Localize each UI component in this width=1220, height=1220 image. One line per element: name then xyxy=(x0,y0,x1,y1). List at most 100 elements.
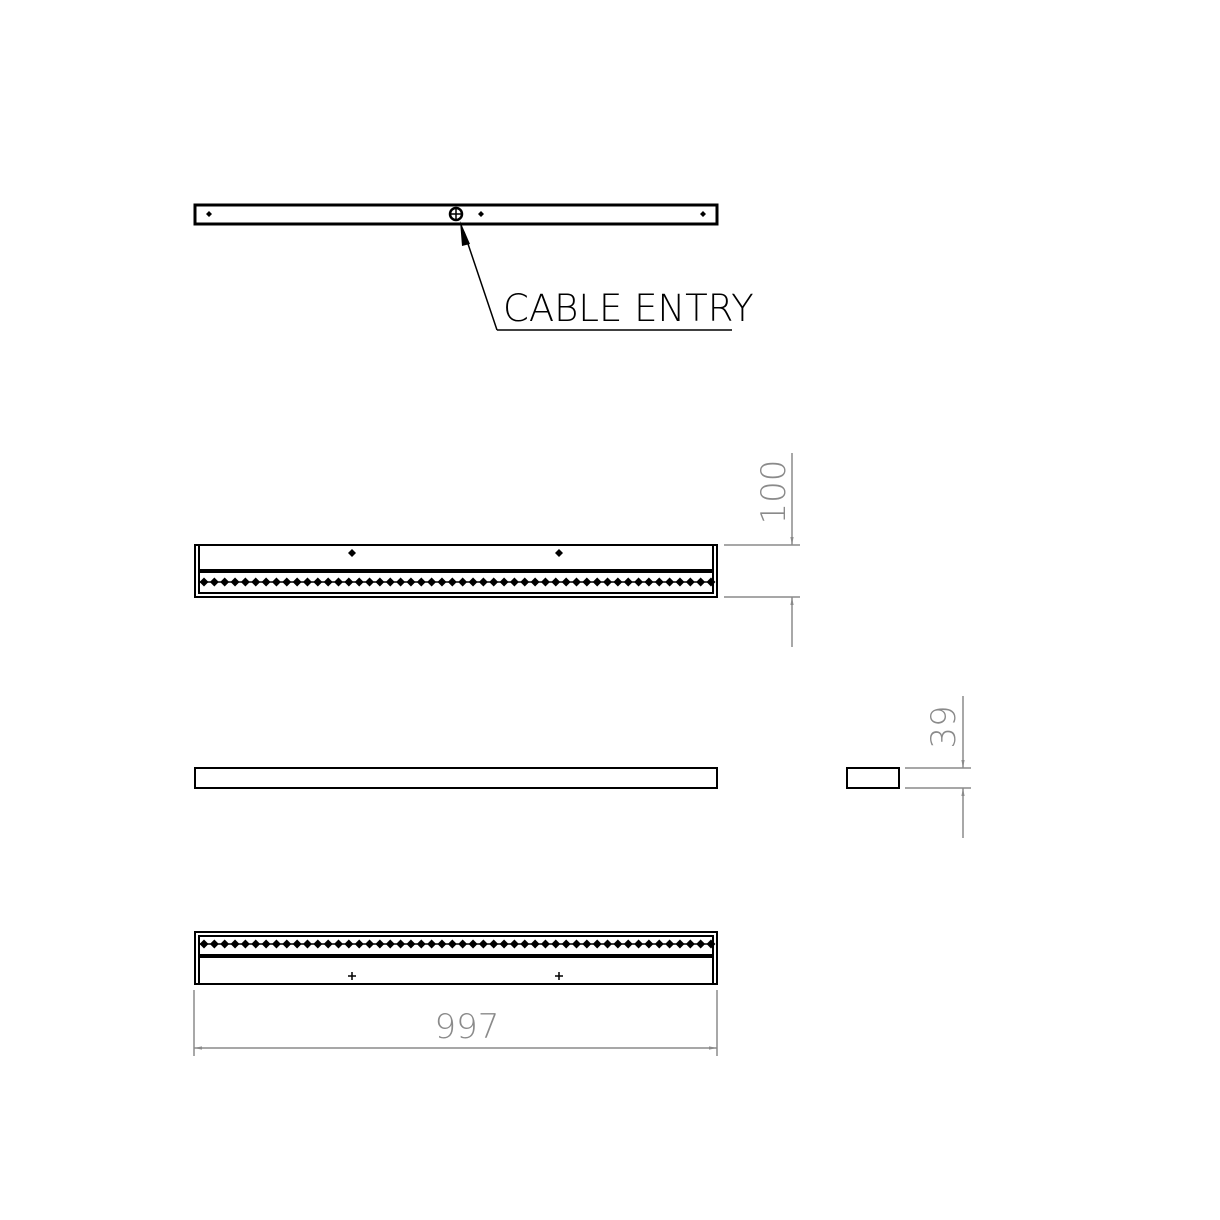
led-icon xyxy=(665,939,675,949)
led-icon xyxy=(292,939,302,949)
led-icon xyxy=(696,577,706,587)
led-icon xyxy=(706,577,716,587)
led-icon xyxy=(509,577,519,587)
led-icon xyxy=(427,577,437,587)
led-icon xyxy=(292,577,302,587)
led-icon xyxy=(354,939,364,949)
led-icon xyxy=(634,577,644,587)
led-row xyxy=(199,577,716,587)
led-icon xyxy=(199,939,209,949)
led-icon xyxy=(489,577,499,587)
end-view xyxy=(846,767,900,789)
led-icon xyxy=(654,939,664,949)
led-icon xyxy=(530,577,540,587)
led-icon xyxy=(282,577,292,587)
led-icon xyxy=(406,577,416,587)
led-icon xyxy=(199,577,209,587)
led-icon xyxy=(375,939,385,949)
led-icon xyxy=(468,577,478,587)
dimension-length xyxy=(193,990,718,1056)
led-icon xyxy=(675,939,685,949)
led-icon xyxy=(468,939,478,949)
dimension-length-label: 997 xyxy=(435,1007,500,1047)
led-icon xyxy=(540,577,550,587)
led-icon xyxy=(696,939,706,949)
led-icon xyxy=(209,939,219,949)
led-icon xyxy=(230,577,240,587)
led-icon xyxy=(230,939,240,949)
led-icon xyxy=(220,939,230,949)
led-icon xyxy=(478,577,488,587)
led-icon xyxy=(634,939,644,949)
led-icon xyxy=(623,577,633,587)
led-icon xyxy=(323,939,333,949)
led-icon xyxy=(458,939,468,949)
led-icon xyxy=(499,577,509,587)
led-icon xyxy=(489,939,499,949)
dimension-depth-label: 39 xyxy=(924,705,964,748)
led-icon xyxy=(251,939,261,949)
led-icon xyxy=(365,577,375,587)
led-icon xyxy=(302,577,312,587)
led-icon xyxy=(571,577,581,587)
led-icon xyxy=(675,577,685,587)
side-view xyxy=(194,767,900,789)
led-icon xyxy=(613,577,623,587)
led-icon xyxy=(240,939,250,949)
led-icon xyxy=(571,939,581,949)
led-icon xyxy=(665,577,675,587)
led-icon xyxy=(251,577,261,587)
led-icon xyxy=(302,939,312,949)
led-icon xyxy=(261,577,271,587)
led-icon xyxy=(478,939,488,949)
leader-line xyxy=(463,231,498,331)
led-icon xyxy=(385,577,395,587)
dimension-depth xyxy=(905,696,971,838)
led-icon xyxy=(685,939,695,949)
led-icon xyxy=(282,939,292,949)
led-icon xyxy=(416,577,426,587)
led-icon xyxy=(685,577,695,587)
led-icon xyxy=(551,577,561,587)
led-icon xyxy=(334,577,344,587)
led-icon xyxy=(592,577,602,587)
front-view xyxy=(194,544,718,598)
led-icon xyxy=(458,577,468,587)
led-icon xyxy=(520,577,530,587)
led-icon xyxy=(354,577,364,587)
led-icon xyxy=(261,939,271,949)
led-icon xyxy=(706,939,716,949)
led-icon xyxy=(313,939,323,949)
led-icon xyxy=(427,939,437,949)
led-row xyxy=(199,939,716,949)
led-icon xyxy=(644,939,654,949)
leader-arrow-icon xyxy=(460,221,470,246)
led-icon xyxy=(561,939,571,949)
led-icon xyxy=(603,577,613,587)
led-icon xyxy=(551,939,561,949)
led-icon xyxy=(520,939,530,949)
led-icon xyxy=(344,577,354,587)
led-icon xyxy=(323,577,333,587)
cable-entry-label: CABLE ENTRY xyxy=(503,287,754,330)
led-icon xyxy=(416,939,426,949)
led-icon xyxy=(582,577,592,587)
bottom-view xyxy=(194,931,718,985)
led-icon xyxy=(396,939,406,949)
led-icon xyxy=(561,577,571,587)
cable-entry-icon xyxy=(448,206,464,222)
led-icon xyxy=(603,939,613,949)
led-icon xyxy=(437,939,447,949)
led-icon xyxy=(654,577,664,587)
led-icon xyxy=(499,939,509,949)
led-icon xyxy=(375,577,385,587)
led-icon xyxy=(271,577,281,587)
dimension-height xyxy=(724,453,800,647)
led-icon xyxy=(365,939,375,949)
led-icon xyxy=(240,577,250,587)
led-icon xyxy=(334,939,344,949)
dimension-height-label: 100 xyxy=(754,460,794,525)
led-icon xyxy=(271,939,281,949)
led-icon xyxy=(592,939,602,949)
